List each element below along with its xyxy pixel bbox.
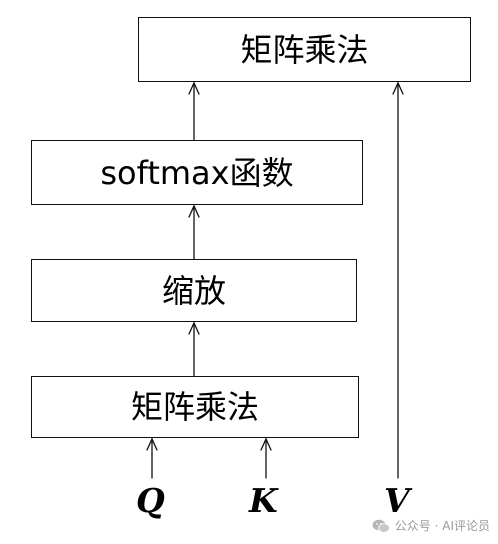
watermark-text: 公众号 · AI评论员 [394, 519, 490, 533]
arrow-k-in [260, 437, 272, 479]
arrow-matmul-to-scale [188, 321, 200, 377]
arrow-q-in [146, 437, 158, 479]
wechat-icon [372, 519, 390, 533]
arrow-scale-to-softmax [188, 204, 200, 260]
arrow-v-in [392, 81, 404, 479]
softmax-box: softmax函数 [31, 140, 363, 205]
matmul-top-label: 矩阵乘法 [240, 30, 369, 69]
input-v: V [384, 481, 410, 520]
watermark: 公众号 · AI评论员 [372, 517, 490, 534]
scale-label: 缩放 [161, 271, 226, 310]
softmax-label: softmax函数 [100, 153, 294, 192]
arrow-softmax-to-matmul [188, 81, 200, 141]
matmul-box-bottom: 矩阵乘法 [31, 376, 359, 438]
input-q: Q [136, 481, 165, 520]
input-k: K [249, 481, 278, 520]
matmul-box-top: 矩阵乘法 [138, 17, 471, 82]
matmul-bottom-label: 矩阵乘法 [130, 388, 259, 426]
scale-box: 缩放 [31, 259, 357, 322]
